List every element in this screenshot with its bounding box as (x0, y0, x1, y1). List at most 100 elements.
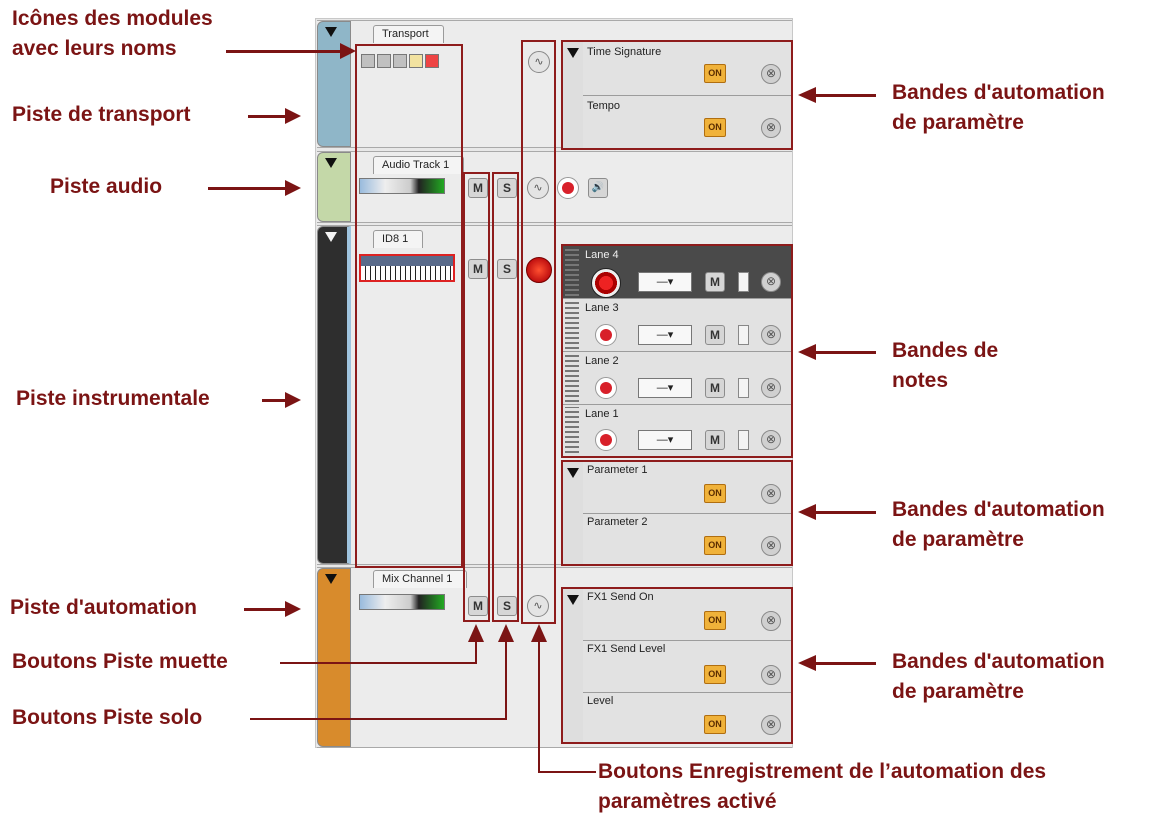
automation-record-icon[interactable]: ∿ (527, 177, 549, 199)
mute-button[interactable]: M (468, 259, 488, 279)
close-icon[interactable]: ⊗ (761, 378, 781, 398)
on-button[interactable]: ON (704, 536, 726, 555)
close-icon[interactable]: ⊗ (761, 536, 781, 556)
solo-button[interactable]: S (497, 178, 517, 198)
callout-automation-track: Piste d'automation (10, 596, 198, 619)
module-icon[interactable] (361, 54, 375, 68)
record-enable-button[interactable] (595, 377, 617, 399)
keyboard-module-icon[interactable] (359, 254, 455, 282)
lane-label: Tempo (587, 100, 621, 112)
on-button[interactable]: ON (704, 64, 726, 83)
automation-record-active-icon[interactable] (526, 257, 552, 283)
automation-record-icon[interactable]: ∿ (527, 595, 549, 617)
callout-leader (475, 640, 477, 664)
module-icon[interactable] (377, 54, 391, 68)
close-icon[interactable]: ⊗ (761, 64, 781, 84)
record-enable-button[interactable] (595, 429, 617, 451)
callout-automation-record: Boutons Enregistrement de l’automation d… (598, 757, 1046, 817)
module-icon[interactable] (425, 54, 439, 68)
close-icon[interactable]: ⊗ (761, 665, 781, 685)
lane-indicator (738, 378, 749, 398)
note-lane: Lane 4 —▾ M ⊗ (563, 246, 791, 299)
collapse-triangle-icon[interactable] (567, 48, 579, 58)
audio-module-fader[interactable] (359, 178, 445, 194)
lane-grip[interactable] (565, 354, 579, 402)
on-button[interactable]: ON (704, 715, 726, 734)
instrument-track-name[interactable]: ID8 1 (373, 230, 424, 248)
lane-dropdown[interactable]: —▾ (638, 430, 692, 450)
automation-lane: Level ON ⊗ (583, 693, 791, 742)
lane-grip[interactable] (565, 248, 579, 296)
collapse-triangle-icon[interactable] (567, 468, 579, 478)
lane-mute-button[interactable]: M (705, 430, 725, 450)
collapse-triangle-icon[interactable] (567, 595, 579, 605)
record-enable-button[interactable] (595, 324, 617, 346)
callout-leader (538, 771, 596, 773)
audio-track-name[interactable]: Audio Track 1 (373, 156, 465, 174)
module-icons-highlight (355, 44, 463, 568)
instrument-track-handle[interactable] (317, 226, 351, 564)
close-icon[interactable]: ⊗ (761, 272, 781, 292)
mix-track-handle[interactable] (317, 568, 351, 747)
lane-dropdown[interactable]: —▾ (638, 272, 692, 292)
lane-label: Lane 1 (585, 408, 619, 420)
arrow-head-icon (798, 87, 816, 103)
arrow-head-icon (498, 624, 514, 642)
lane-dropdown[interactable]: —▾ (638, 325, 692, 345)
callout-text: de paramètre (892, 528, 1024, 551)
close-icon[interactable]: ⊗ (761, 118, 781, 138)
on-button[interactable]: ON (704, 484, 726, 503)
transport-track-handle[interactable] (317, 21, 351, 147)
note-lanes: Lane 4 —▾ M ⊗ Lane 3 —▾ M ⊗ Lane 2 —▾ M … (561, 244, 793, 458)
transport-module-icons (359, 53, 451, 68)
collapse-triangle-icon[interactable] (325, 574, 337, 584)
record-enable-button[interactable] (557, 177, 579, 199)
lane-label: FX1 Send Level (587, 643, 666, 655)
callout-leader (538, 640, 540, 772)
callout-text: Bandes d'automation (892, 81, 1105, 104)
close-icon[interactable]: ⊗ (761, 484, 781, 504)
collapse-triangle-icon[interactable] (325, 158, 337, 168)
callout-text: Bandes d'automation (892, 650, 1105, 673)
callout-param-lanes-3: Bandes d'automation de paramètre (892, 647, 1105, 707)
close-icon[interactable]: ⊗ (761, 430, 781, 450)
close-icon[interactable]: ⊗ (761, 611, 781, 631)
lane-mute-button[interactable]: M (705, 272, 725, 292)
lane-label: Lane 4 (585, 249, 619, 261)
module-icon[interactable] (393, 54, 407, 68)
module-icon[interactable] (409, 54, 423, 68)
lane-dropdown[interactable]: —▾ (638, 378, 692, 398)
solo-button[interactable]: S (497, 259, 517, 279)
callout-text: paramètres activé (598, 790, 777, 813)
lane-mute-button[interactable]: M (705, 378, 725, 398)
on-button[interactable]: ON (704, 611, 726, 630)
mix-automation-lanes: FX1 Send On ON ⊗ FX1 Send Level ON ⊗ Lev… (561, 587, 793, 744)
callout-arrow (244, 608, 288, 611)
mute-button[interactable]: M (468, 178, 488, 198)
automation-lane: Parameter 2 ON ⊗ (583, 514, 791, 564)
on-button[interactable]: ON (704, 118, 726, 137)
mix-track-name[interactable]: Mix Channel 1 (373, 570, 468, 588)
close-icon[interactable]: ⊗ (761, 325, 781, 345)
audio-track-handle[interactable] (317, 152, 351, 222)
lane-grip[interactable] (565, 301, 579, 349)
transport-track-name[interactable]: Transport (373, 25, 444, 43)
lane-indicator (738, 325, 749, 345)
close-icon[interactable]: ⊗ (761, 715, 781, 735)
collapse-triangle-icon[interactable] (325, 27, 337, 37)
lane-mute-button[interactable]: M (705, 325, 725, 345)
collapse-triangle-icon[interactable] (325, 232, 337, 242)
callout-text: de paramètre (892, 680, 1024, 703)
callout-transport-track: Piste de transport (12, 103, 191, 126)
record-enable-button[interactable] (591, 268, 621, 298)
callout-param-lanes-2: Bandes d'automation de paramètre (892, 495, 1105, 555)
automation-record-icon[interactable]: ∿ (528, 51, 550, 73)
speaker-icon[interactable]: 🔊 (588, 178, 608, 198)
callout-arrow (814, 94, 876, 97)
mute-button[interactable]: M (468, 596, 488, 616)
arrow-head-icon (798, 344, 816, 360)
lane-grip[interactable] (565, 407, 579, 453)
solo-button[interactable]: S (497, 596, 517, 616)
mix-module-fader[interactable] (359, 594, 445, 610)
on-button[interactable]: ON (704, 665, 726, 684)
